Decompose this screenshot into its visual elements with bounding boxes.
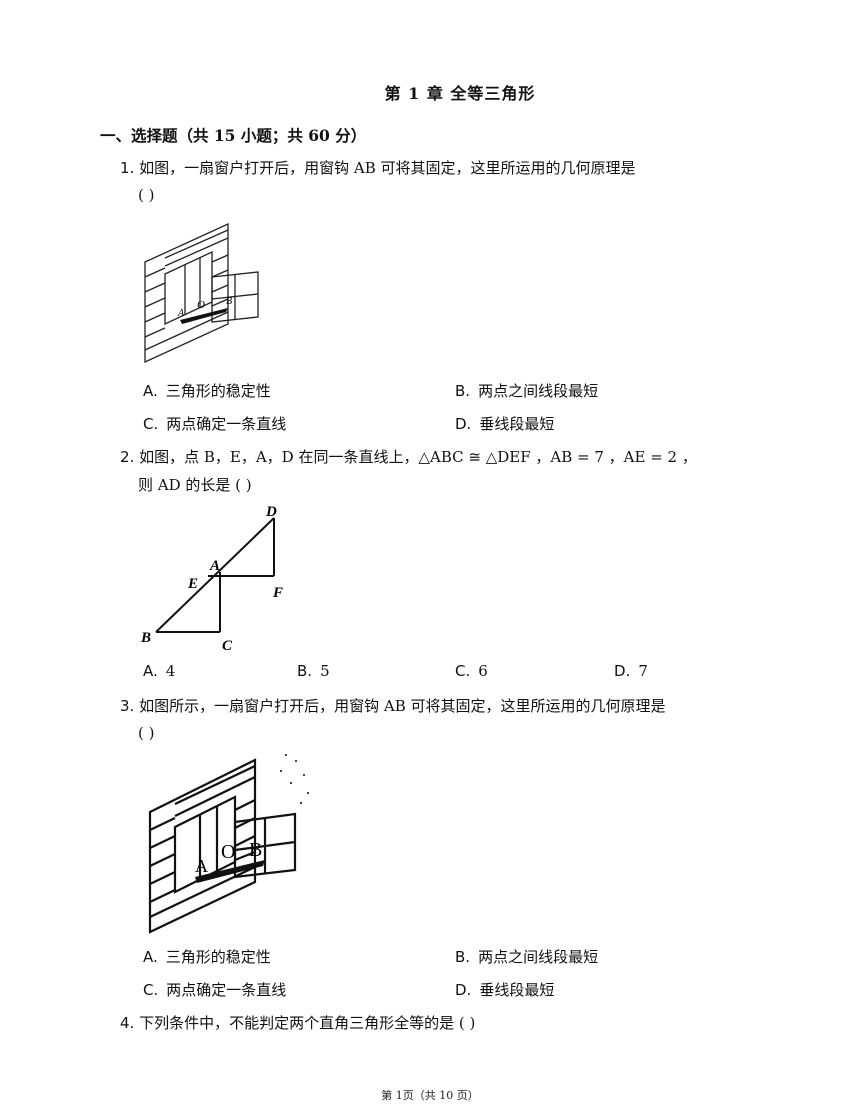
label-O: O [221,841,235,863]
option-d[interactable]: D.7 [614,662,648,680]
question-text-line1: 如图，点 B，E，A，D 在同一条直线上，△ABC ≅ △DEF ，AB = 7… [139,448,697,466]
label-A: A [177,308,185,319]
page-title: 第 1 章 全等三角形 [384,84,536,103]
question-2-line2: 则 AD 的长是 ( ) [138,476,252,494]
label-D: D [265,504,277,520]
option-b[interactable]: B.两点之间线段最短 [455,948,599,966]
window-figure-3: A O B [148,754,309,934]
answer-paren: ( ) [138,186,155,204]
section-heading: 一、选择题（共 15 小题；共 60 分） [100,126,367,145]
option-d[interactable]: D.垂线段最短 [455,981,555,999]
option-c[interactable]: C.6 [455,662,488,680]
option-c[interactable]: C.两点确定一条直线 [143,981,287,999]
question-3: 3. 如图所示，一扇窗户打开后，用窗钩 AB 可将其固定，这里所运用的几何原理是 [120,691,770,721]
question-1: 1. 如图，一扇窗户打开后，用窗钩 AB 可将其固定，这里所运用的几何原理是 [120,153,770,183]
option-b[interactable]: B.5 [297,662,330,680]
label-A: A [209,558,220,574]
question-2: 2. 如图，点 B，E，A，D 在同一条直线上，△ABC ≅ △DEF ，AB … [120,442,770,472]
window-figure-1: A O B [144,222,259,364]
label-B: B [140,630,151,646]
answer-paren: ( ) [138,724,155,742]
label-A: A [195,856,208,876]
option-c[interactable]: C.两点确定一条直线 [143,415,287,433]
question-number: 3. [120,697,135,715]
question-4: 4. 下列条件中，不能判定两个直角三角形全等的是 ( ) [120,1008,770,1038]
option-a[interactable]: A.三角形的稳定性 [143,382,271,400]
option-a[interactable]: A.4 [143,662,176,680]
question-text: 下列条件中，不能判定两个直角三角形全等的是 ( ) [139,1014,476,1032]
option-a[interactable]: A.三角形的稳定性 [143,948,271,966]
page-footer: 第 1页（共 10 页） [381,1089,479,1102]
label-B: B [249,839,262,861]
label-B: B [226,296,232,307]
label-F: F [272,585,283,601]
option-d[interactable]: D.垂线段最短 [455,415,555,433]
question-number: 2. [120,448,135,466]
question-number: 1. [120,159,135,177]
question-text: 如图所示，一扇窗户打开后，用窗钩 AB 可将其固定，这里所运用的几何原理是 [139,697,666,715]
triangle-figure-2: D A E F B C [140,504,283,654]
question-number: 4. [120,1014,135,1032]
label-O: O [197,299,205,311]
option-b[interactable]: B.两点之间线段最短 [455,382,599,400]
label-C: C [222,638,233,654]
label-E: E [187,576,198,592]
question-text: 如图，一扇窗户打开后，用窗钩 AB 可将其固定，这里所运用的几何原理是 [139,159,636,177]
